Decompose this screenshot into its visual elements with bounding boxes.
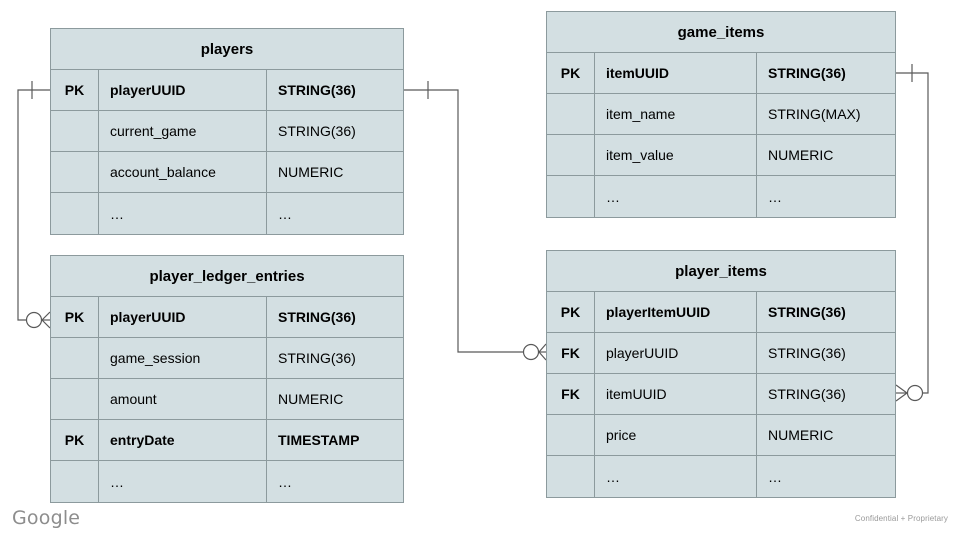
entity-title-player-ledger-entries: player_ledger_entries	[51, 256, 403, 297]
row-key-badge: FK	[547, 374, 595, 414]
row-column-name: playerUUID	[595, 333, 757, 373]
row-column-name: playerUUID	[99, 297, 267, 337]
table-row[interactable]: item_value NUMERIC	[547, 135, 895, 176]
row-column-name: …	[595, 176, 757, 217]
row-column-name: playerItemUUID	[595, 292, 757, 332]
entity-game-items[interactable]: game_items PK itemUUID STRING(36) item_n…	[546, 11, 896, 218]
row-column-name: current_game	[99, 111, 267, 151]
table-row[interactable]: … …	[547, 456, 895, 497]
entity-player-ledger-entries[interactable]: player_ledger_entries PK playerUUID STRI…	[50, 255, 404, 503]
row-column-type: STRING(36)	[278, 82, 356, 98]
row-column-type: STRING(36)	[278, 309, 356, 325]
row-column-type: …	[768, 468, 782, 485]
row-column-type: NUMERIC	[768, 147, 834, 163]
row-key-badge	[51, 379, 99, 419]
table-row[interactable]: … …	[51, 461, 403, 502]
table-row[interactable]: PK playerUUID STRING(36)	[51, 70, 403, 111]
row-column-type: NUMERIC	[278, 391, 344, 407]
row-key-badge: PK	[547, 292, 595, 332]
row-column-type: TIMESTAMP	[278, 432, 360, 448]
row-key-badge: PK	[51, 420, 99, 460]
row-column-name: item_name	[595, 94, 757, 134]
entity-title-players: players	[51, 29, 403, 70]
row-key-badge: FK	[547, 333, 595, 373]
relationship-game-items-to-player-items	[895, 64, 929, 402]
row-column-type: STRING(36)	[768, 345, 846, 361]
row-column-type: …	[278, 205, 292, 222]
google-logo: Google	[12, 507, 81, 529]
row-key-badge	[547, 456, 595, 497]
table-row[interactable]: game_session STRING(36)	[51, 338, 403, 379]
row-key-badge	[51, 111, 99, 151]
table-row[interactable]: … …	[51, 193, 403, 234]
row-key-badge: PK	[51, 297, 99, 337]
row-column-name: game_session	[99, 338, 267, 378]
row-key-badge	[547, 94, 595, 134]
row-key-badge: PK	[51, 70, 99, 110]
row-column-name: …	[99, 193, 267, 234]
row-column-type: STRING(36)	[768, 386, 846, 402]
row-column-type: STRING(36)	[278, 350, 356, 366]
row-column-name: entryDate	[99, 420, 267, 460]
row-column-type: …	[768, 188, 782, 205]
relationship-players-to-ledger	[17, 81, 51, 329]
row-column-name: amount	[99, 379, 267, 419]
table-row[interactable]: price NUMERIC	[547, 415, 895, 456]
row-column-type: STRING(36)	[768, 304, 846, 320]
table-row[interactable]: … …	[547, 176, 895, 217]
row-column-name: itemUUID	[595, 53, 757, 93]
table-row[interactable]: PK playerUUID STRING(36)	[51, 297, 403, 338]
row-key-badge	[51, 152, 99, 192]
table-row[interactable]: amount NUMERIC	[51, 379, 403, 420]
table-row[interactable]: PK itemUUID STRING(36)	[547, 53, 895, 94]
row-column-type: NUMERIC	[278, 164, 344, 180]
row-key-badge	[51, 193, 99, 234]
row-column-type: NUMERIC	[768, 427, 834, 443]
row-column-type: STRING(36)	[768, 65, 846, 81]
table-row[interactable]: FK playerUUID STRING(36)	[547, 333, 895, 374]
table-row[interactable]: FK itemUUID STRING(36)	[547, 374, 895, 415]
row-key-badge	[51, 338, 99, 378]
table-row[interactable]: PK entryDate TIMESTAMP	[51, 420, 403, 461]
row-key-badge: PK	[547, 53, 595, 93]
row-column-type: STRING(MAX)	[768, 106, 861, 122]
row-key-badge	[547, 135, 595, 175]
entity-player-items[interactable]: player_items PK playerItemUUID STRING(36…	[546, 250, 896, 498]
table-row[interactable]: current_game STRING(36)	[51, 111, 403, 152]
row-column-type: STRING(36)	[278, 123, 356, 139]
confidentiality-notice: Confidential + Proprietary	[854, 514, 948, 523]
row-key-badge	[547, 415, 595, 455]
row-column-name: itemUUID	[595, 374, 757, 414]
row-column-name: playerUUID	[99, 70, 267, 110]
row-column-name: item_value	[595, 135, 757, 175]
entity-title-game-items: game_items	[547, 12, 895, 53]
entity-players[interactable]: players PK playerUUID STRING(36) current…	[50, 28, 404, 235]
row-column-name: …	[595, 456, 757, 497]
relationship-players-to-player-items	[404, 81, 547, 361]
row-column-name: …	[99, 461, 267, 502]
table-row[interactable]: account_balance NUMERIC	[51, 152, 403, 193]
row-column-type: …	[278, 473, 292, 490]
table-row[interactable]: item_name STRING(MAX)	[547, 94, 895, 135]
row-column-name: account_balance	[99, 152, 267, 192]
row-column-name: price	[595, 415, 757, 455]
row-key-badge	[51, 461, 99, 502]
row-key-badge	[547, 176, 595, 217]
entity-title-player-items: player_items	[547, 251, 895, 292]
table-row[interactable]: PK playerItemUUID STRING(36)	[547, 292, 895, 333]
